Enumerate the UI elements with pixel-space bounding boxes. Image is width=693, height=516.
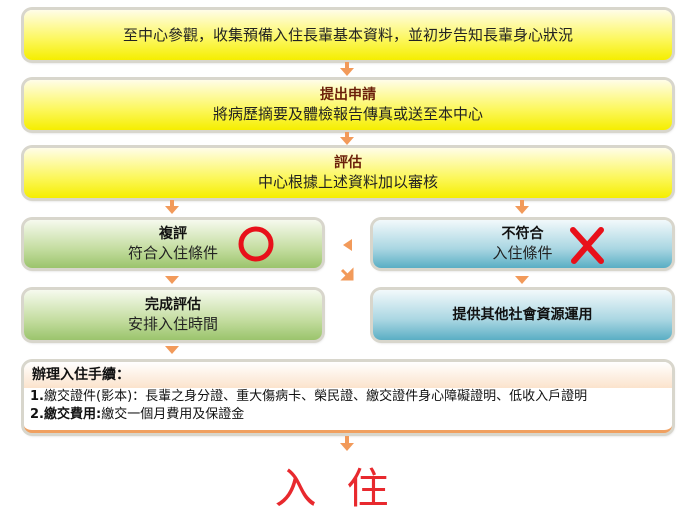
step-evaluate-title: 評估: [334, 155, 362, 171]
not-qualified-title: 不符合: [501, 226, 544, 242]
arrow-stem: [170, 200, 174, 206]
procedure-item: 2.繳交費用:繳交一個月費用及保證金: [24, 406, 672, 424]
step-complete: 完成評估 安排入住時間: [24, 290, 322, 340]
step-visit: 至中心參觀，收集預備入住長輩基本資料，並初步告知長輩身心狀況: [24, 10, 672, 60]
arrow-down-icon: [340, 68, 354, 76]
item-label: 繳交費用:: [43, 407, 102, 422]
step-other-resources: 提供其他社會資源運用: [373, 290, 672, 340]
arrow-diagonal-icon: [340, 267, 354, 281]
circle-icon: [238, 226, 274, 262]
arrow-stem: [520, 200, 524, 206]
step-evaluate-text: 中心根據上述資料加以審核: [257, 173, 438, 191]
arrow-stem: [345, 62, 349, 68]
step-reassess: 複評 符合入住條件: [24, 220, 322, 268]
arrow-left-icon: [343, 239, 352, 251]
item-text: 繳交一個月費用及保證金: [101, 407, 245, 422]
complete-title: 完成評估: [145, 297, 201, 313]
not-qualified-text: 入住條件: [492, 244, 553, 262]
item-number: 1.: [30, 389, 44, 404]
other-resources-title: 提供其他社會資源運用: [452, 307, 593, 323]
arrow-down-icon: [165, 276, 179, 284]
step-evaluate: 評估 中心根據上述資料加以審核: [24, 148, 672, 198]
step-apply-text: 將病歷摘要及體檢報告傳真或送至本中心: [212, 105, 483, 123]
item-label: 繳交證件: [43, 389, 96, 404]
reassess-title: 複評: [159, 226, 187, 242]
item-text: (影本)：長輩之身分證、重大傷病卡、榮民證、繳交證件身心障礙證明、低收入戶證明: [96, 389, 588, 404]
step-not-qualified: 不符合 入住條件: [373, 220, 672, 268]
reassess-text: 符合入住條件: [127, 244, 218, 262]
arrow-down-icon: [515, 276, 529, 284]
item-number: 2.: [30, 407, 44, 422]
arrow-down-icon: [165, 346, 179, 354]
step-visit-text: 至中心參觀，收集預備入住長輩基本資料，並初步告知長輩身心狀況: [122, 26, 573, 44]
cross-icon: [570, 227, 604, 264]
step-apply-title: 提出申請: [320, 87, 376, 103]
arrow-down-icon: [340, 443, 354, 451]
step-apply: 提出申請 將病歷摘要及體檢報告傳真或送至本中心: [24, 80, 672, 130]
arrow-stem: [345, 132, 349, 137]
procedures-box: 辦理入住手續： 1.繳交證件(影本)：長輩之身分證、重大傷病卡、榮民證、繳交證件…: [24, 362, 672, 433]
arrow-down-icon: [515, 206, 529, 214]
final-move-in: 入住: [274, 464, 419, 513]
procedure-item: 1.繳交證件(影本)：長輩之身分證、重大傷病卡、榮民證、繳交證件身心障礙證明、低…: [24, 388, 672, 406]
arrow-stem: [345, 436, 349, 443]
procedures-title: 辦理入住手續：: [24, 362, 672, 388]
complete-text: 安排入住時間: [127, 315, 218, 333]
arrow-down-icon: [340, 137, 354, 145]
arrow-down-icon: [165, 206, 179, 214]
